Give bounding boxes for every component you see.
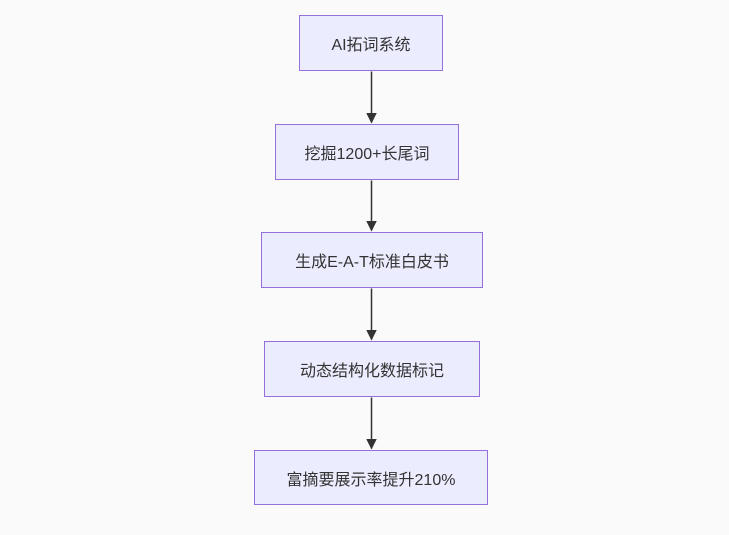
flow-node-longtail-mining: 挖掘1200+长尾词 (275, 124, 459, 180)
flow-node-label: 挖掘1200+长尾词 (304, 146, 430, 163)
flow-node-ai-keyword-system: AI拓词系统 (299, 15, 443, 71)
flow-node-structured-data: 动态结构化数据标记 (264, 341, 480, 397)
flow-node-label: 动态结构化数据标记 (299, 363, 444, 380)
flow-node-eat-whitepaper: 生成E-A-T标准白皮书 (261, 232, 483, 288)
flow-node-rich-snippet-result: 富摘要展示率提升210% (254, 450, 488, 505)
flow-node-label: AI拓词系统 (331, 37, 411, 54)
flow-node-label: 富摘要展示率提升210% (286, 471, 456, 489)
flow-node-label: 生成E-A-T标准白皮书 (295, 254, 449, 271)
